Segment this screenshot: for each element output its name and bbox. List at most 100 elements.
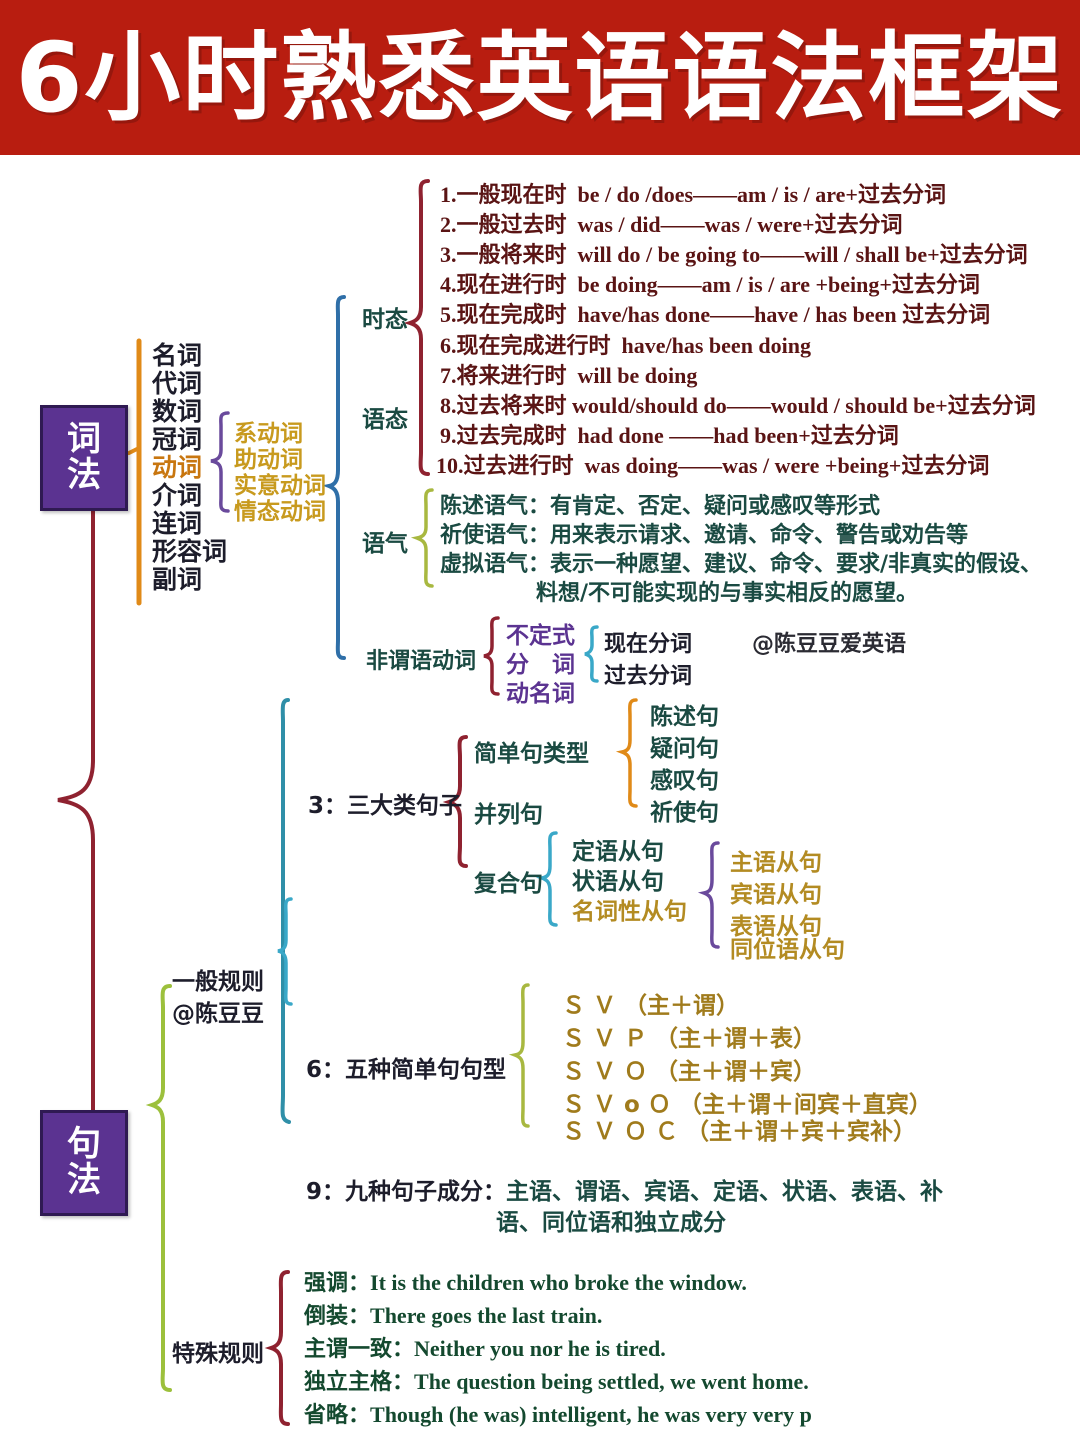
word-class-verb: 动词 bbox=[152, 453, 203, 482]
tense-no: 3. bbox=[440, 242, 457, 267]
simple-type-declarative: 陈述句 bbox=[650, 704, 719, 730]
label-nonfinite: 非谓语动词 bbox=[366, 649, 477, 674]
node-morphology-line1: 词 bbox=[67, 419, 101, 460]
verb-type-modal: 情态动词 bbox=[234, 499, 326, 525]
sentence-kind-complex: 复合句 bbox=[474, 871, 543, 897]
node-syntax[interactable]: 句 法 bbox=[40, 1110, 128, 1216]
tense-passive: am / is / are+过去分词 bbox=[737, 182, 946, 207]
mood-row: 陈述语气：有肯定、否定、疑问或感叹等形式 bbox=[440, 488, 880, 520]
special-rule-name: 强调： bbox=[304, 1271, 371, 1296]
tense-row: 9.过去完成时 had done ——had been+过去分词 bbox=[440, 418, 899, 450]
sentence-kind-compound: 并列句 bbox=[474, 802, 543, 828]
watermark-short: @陈豆豆 bbox=[172, 1001, 264, 1027]
word-class-numeral: 数词 bbox=[152, 397, 203, 426]
simple-type-imperative: 祈使句 bbox=[650, 800, 719, 826]
tense-passive: was / were +being+过去分词 bbox=[722, 453, 990, 478]
components-line2: 语、同位语和独立成分 bbox=[496, 1210, 726, 1236]
tense-dash: —— bbox=[657, 272, 702, 297]
tense-row: 7.将来进行时 will be doing bbox=[440, 358, 697, 390]
mood-name: 祈使语气： bbox=[440, 523, 551, 548]
word-class-preposition: 介词 bbox=[152, 481, 203, 510]
special-rule-name: 倒装： bbox=[304, 1304, 371, 1329]
word-class-article: 冠词 bbox=[152, 425, 203, 454]
tense-row: 6.现在完成进行时 have/has been doing bbox=[440, 328, 811, 360]
pattern-svoo: Ｓ Ｖ o Ｏ （主＋谓＋间宾＋直宾） bbox=[562, 1092, 932, 1118]
special-rule-example: It is the children who broke the window. bbox=[370, 1270, 747, 1295]
word-class-adjective: 形容词 bbox=[152, 537, 228, 566]
tense-passive: was / were+过去分词 bbox=[704, 212, 903, 237]
tense-no: 9. bbox=[440, 423, 457, 448]
special-rule-example: There goes the last train. bbox=[370, 1303, 603, 1328]
tense-no: 10. bbox=[436, 453, 464, 478]
tense-dash: —— bbox=[678, 453, 723, 478]
tense-row: 4.现在进行时 be doing——am / is / are +being+过… bbox=[440, 267, 980, 299]
tense-no: 8. bbox=[440, 393, 457, 418]
tense-row: 2.一般过去时 was / did——was / were+过去分词 bbox=[440, 207, 903, 239]
verb-type-linking: 系动词 bbox=[234, 421, 303, 447]
tense-no: 4. bbox=[440, 272, 457, 297]
tense-no: 1. bbox=[440, 182, 457, 207]
special-rule-name: 省略： bbox=[304, 1403, 371, 1428]
pattern-svo: Ｓ Ｖ Ｏ （主＋谓＋宾） bbox=[562, 1059, 817, 1085]
tense-name: 过去进行时 bbox=[463, 454, 574, 479]
tense-active: be doing bbox=[577, 272, 658, 297]
tense-active: was doing bbox=[584, 453, 679, 478]
tense-active: will do / be going to bbox=[577, 242, 761, 267]
node-morphology[interactable]: 词 法 bbox=[40, 405, 128, 511]
mood-name: 虚拟语气： bbox=[440, 552, 551, 577]
label-tense: 时态 bbox=[362, 307, 408, 333]
tense-dash: —— bbox=[726, 393, 771, 418]
sentence-kind-simple: 简单句类型 bbox=[474, 741, 589, 767]
tense-row: 10.过去进行时 was doing——was / were +being+过去… bbox=[436, 448, 989, 480]
complex-type-attributive: 定语从句 bbox=[572, 839, 664, 865]
patterns-heading: 6：五种简单句句型 bbox=[306, 1057, 507, 1083]
tense-name: 现在完成时 bbox=[456, 303, 567, 328]
mood-desc: 有肯定、否定、疑问或感叹等形式 bbox=[550, 494, 881, 519]
sentence-kinds-heading: 3：三大类句子 bbox=[308, 793, 463, 819]
tense-passive: would / should be+过去分词 bbox=[770, 393, 1036, 418]
pattern-svp: Ｓ Ｖ Ｐ （主＋谓＋表） bbox=[562, 1026, 817, 1052]
noun-clause-predicative: 表语从句 bbox=[730, 914, 822, 940]
special-rule-example: Neither you nor he is tired. bbox=[414, 1336, 666, 1361]
tense-row: 1.一般现在时 be / do /does——am / is / are+过去分… bbox=[440, 177, 946, 209]
page-title: 6小时熟悉英语语法框架 bbox=[15, 21, 1065, 134]
mood-row: 祈使语气：用来表示请求、邀请、命令、警告或劝告等 bbox=[440, 517, 968, 549]
node-syntax-line2: 法 bbox=[67, 1160, 101, 1200]
tense-active: have/has done bbox=[577, 302, 711, 327]
tense-active: have/has been doing bbox=[621, 333, 812, 358]
tense-active: had done bbox=[577, 423, 664, 448]
node-syntax-line1: 句 bbox=[67, 1124, 101, 1165]
tense-name: 将来进行时 bbox=[456, 364, 567, 389]
verb-type-notional: 实意动词 bbox=[234, 473, 326, 499]
tense-dash: —— bbox=[693, 182, 738, 207]
tense-no: 6. bbox=[440, 333, 457, 358]
pattern-svoc: Ｓ Ｖ Ｏ Ｃ （主＋谓＋宾＋宾补） bbox=[562, 1119, 917, 1145]
participle-past: 过去分词 bbox=[604, 664, 693, 689]
tense-name: 现在完成进行时 bbox=[456, 334, 611, 359]
components-heading-text: 9：九种句子成分： bbox=[306, 1179, 507, 1205]
tense-row: 8.过去将来时 would/should do——would / should … bbox=[440, 388, 1036, 420]
tense-name: 一般过去时 bbox=[456, 213, 567, 238]
tense-no: 2. bbox=[440, 212, 457, 237]
complex-type-nominal: 名词性从句 bbox=[572, 899, 687, 925]
watermark-long: @陈豆豆爱英语 bbox=[752, 632, 907, 657]
word-class-pronoun: 代词 bbox=[152, 369, 203, 398]
nonfinite-infinitive: 不定式 bbox=[506, 623, 575, 649]
special-rule-example: Though (he was) intelligent, he was very… bbox=[370, 1402, 812, 1427]
special-rule-row: 省略：Though (he was) intelligent, he was v… bbox=[304, 1397, 812, 1429]
node-morphology-line2: 法 bbox=[67, 455, 101, 495]
verb-type-auxiliary: 助动词 bbox=[234, 447, 303, 473]
tense-active: would/should do bbox=[572, 393, 727, 418]
participle-present: 现在分词 bbox=[604, 632, 693, 657]
mood-desc: 表示一种愿望、建议、命令、要求/非真实的假设、 bbox=[550, 552, 1043, 577]
tense-dash: —— bbox=[663, 423, 714, 448]
noun-clause-object: 宾语从句 bbox=[730, 882, 822, 908]
complex-type-adverbial: 状语从句 bbox=[572, 869, 664, 895]
tense-no: 5. bbox=[440, 302, 457, 327]
tense-dash: —— bbox=[660, 212, 705, 237]
nonfinite-participle: 分 词 bbox=[506, 652, 575, 678]
special-rule-example: The question being settled, we went home… bbox=[414, 1369, 809, 1394]
tense-name: 一般将来时 bbox=[456, 243, 567, 268]
simple-type-exclamatory: 感叹句 bbox=[650, 768, 719, 794]
special-rule-name: 独立主格： bbox=[304, 1370, 415, 1395]
